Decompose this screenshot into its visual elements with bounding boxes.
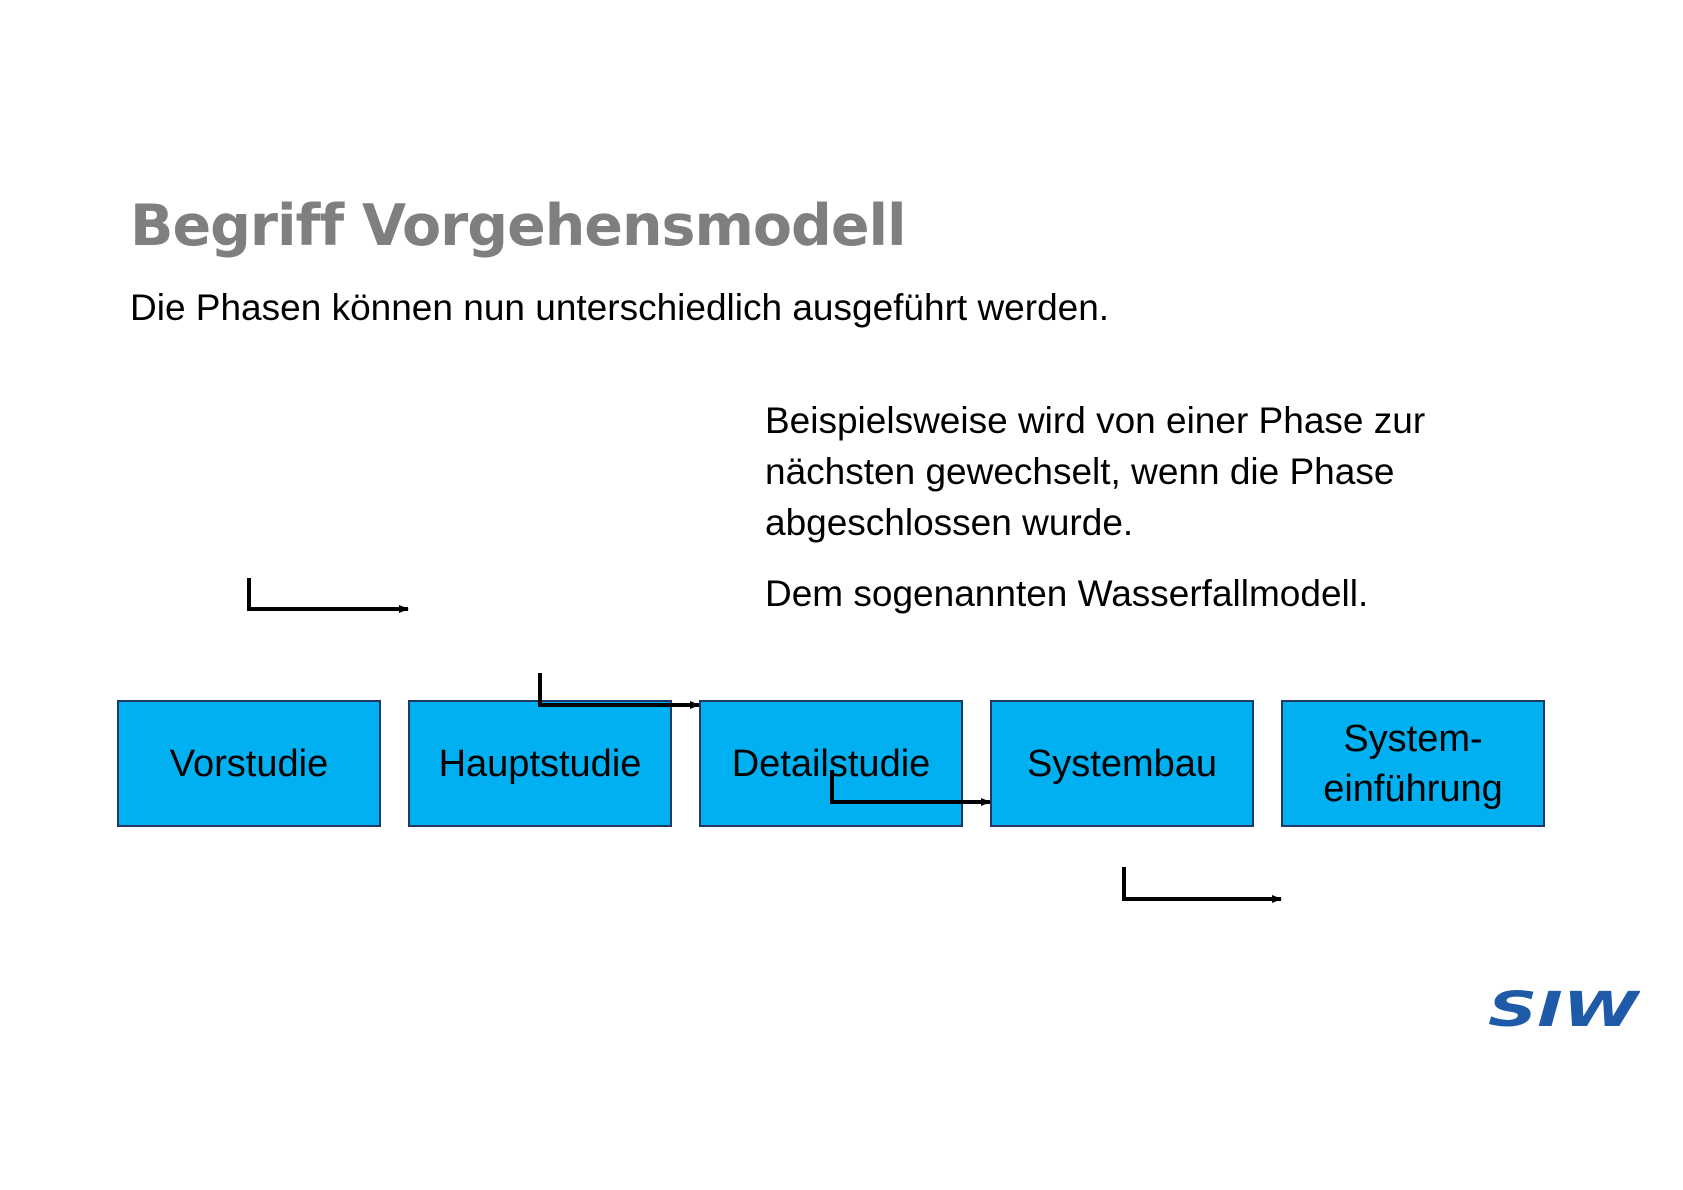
siw-logo: SIW: [1488, 982, 1640, 1032]
description-line: abgeschlossen wurde.: [765, 502, 1134, 543]
phase-box-hauptstudie: Hauptstudie: [408, 700, 672, 827]
slide-title: Begriff Vorgehensmodell: [130, 193, 907, 259]
phase-label-line: einführung: [1323, 767, 1503, 810]
phase-label: Vorstudie: [169, 742, 329, 785]
svg-text:SIW: SIW: [1488, 982, 1640, 1032]
description-line: Beispielsweise wird von einer Phase zur: [765, 400, 1426, 441]
phase-box-vorstudie: Vorstudie: [117, 700, 381, 827]
phase-box-systemeinfuehrung: System- einführung: [1281, 700, 1545, 827]
phase-box-detailstudie: Detailstudie: [699, 700, 963, 827]
phase-label: Detailstudie: [731, 742, 931, 785]
phase-label: System- einführung: [1323, 714, 1503, 814]
phase-box-systembau: Systembau: [990, 700, 1254, 827]
connector-arrow-1: [247, 578, 409, 613]
connector-arrow-4: [1122, 867, 1282, 903]
description-text: Beispielsweise wird von einer Phase zur …: [765, 395, 1425, 619]
description-paragraph-1: Beispielsweise wird von einer Phase zur …: [765, 395, 1425, 548]
description-paragraph-2: Dem sogenannten Wasserfallmodell.: [765, 573, 1369, 614]
phase-label: Hauptstudie: [438, 742, 642, 785]
description-line: nächsten gewechselt, wenn die Phase: [765, 451, 1395, 492]
slide-subtitle: Die Phasen können nun unterschiedlich au…: [130, 287, 1110, 328]
phase-label-line: System-: [1343, 717, 1483, 760]
phase-label: Systembau: [1026, 742, 1218, 785]
